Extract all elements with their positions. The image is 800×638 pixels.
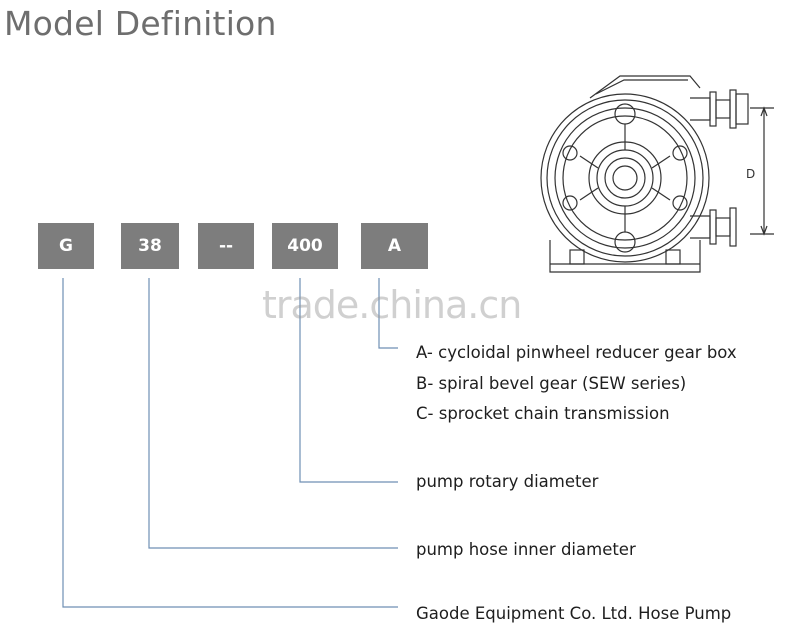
watermark: trade.china.cn [262,283,522,327]
transmission-option-b: B- spiral bevel gear (SEW series) [416,374,687,393]
pump-drawing: D [540,75,774,273]
code-box-hose-diameter: 38 [121,223,179,269]
code-box-transmission: A [361,223,428,269]
connector-company [62,278,398,608]
dimension-label: D [746,167,755,181]
code-box-separator: -- [198,223,254,269]
code-box-rotary-diameter: 400 [272,223,338,269]
page-title: Model Definition [4,4,277,43]
code-box-series: G [38,223,94,269]
connector-hose [148,278,398,549]
connector-transmission [378,278,398,349]
label-hose-diameter: pump hose inner diameter [416,540,636,559]
label-company-product: Gaode Equipment Co. Ltd. Hose Pump [416,604,732,623]
label-rotary-diameter: pump rotary diameter [416,472,599,491]
transmission-option-c: C- sprocket chain transmission [416,404,670,423]
connector-rotary [299,278,398,483]
transmission-option-a: A- cycloidal pinwheel reducer gear box [416,343,737,362]
